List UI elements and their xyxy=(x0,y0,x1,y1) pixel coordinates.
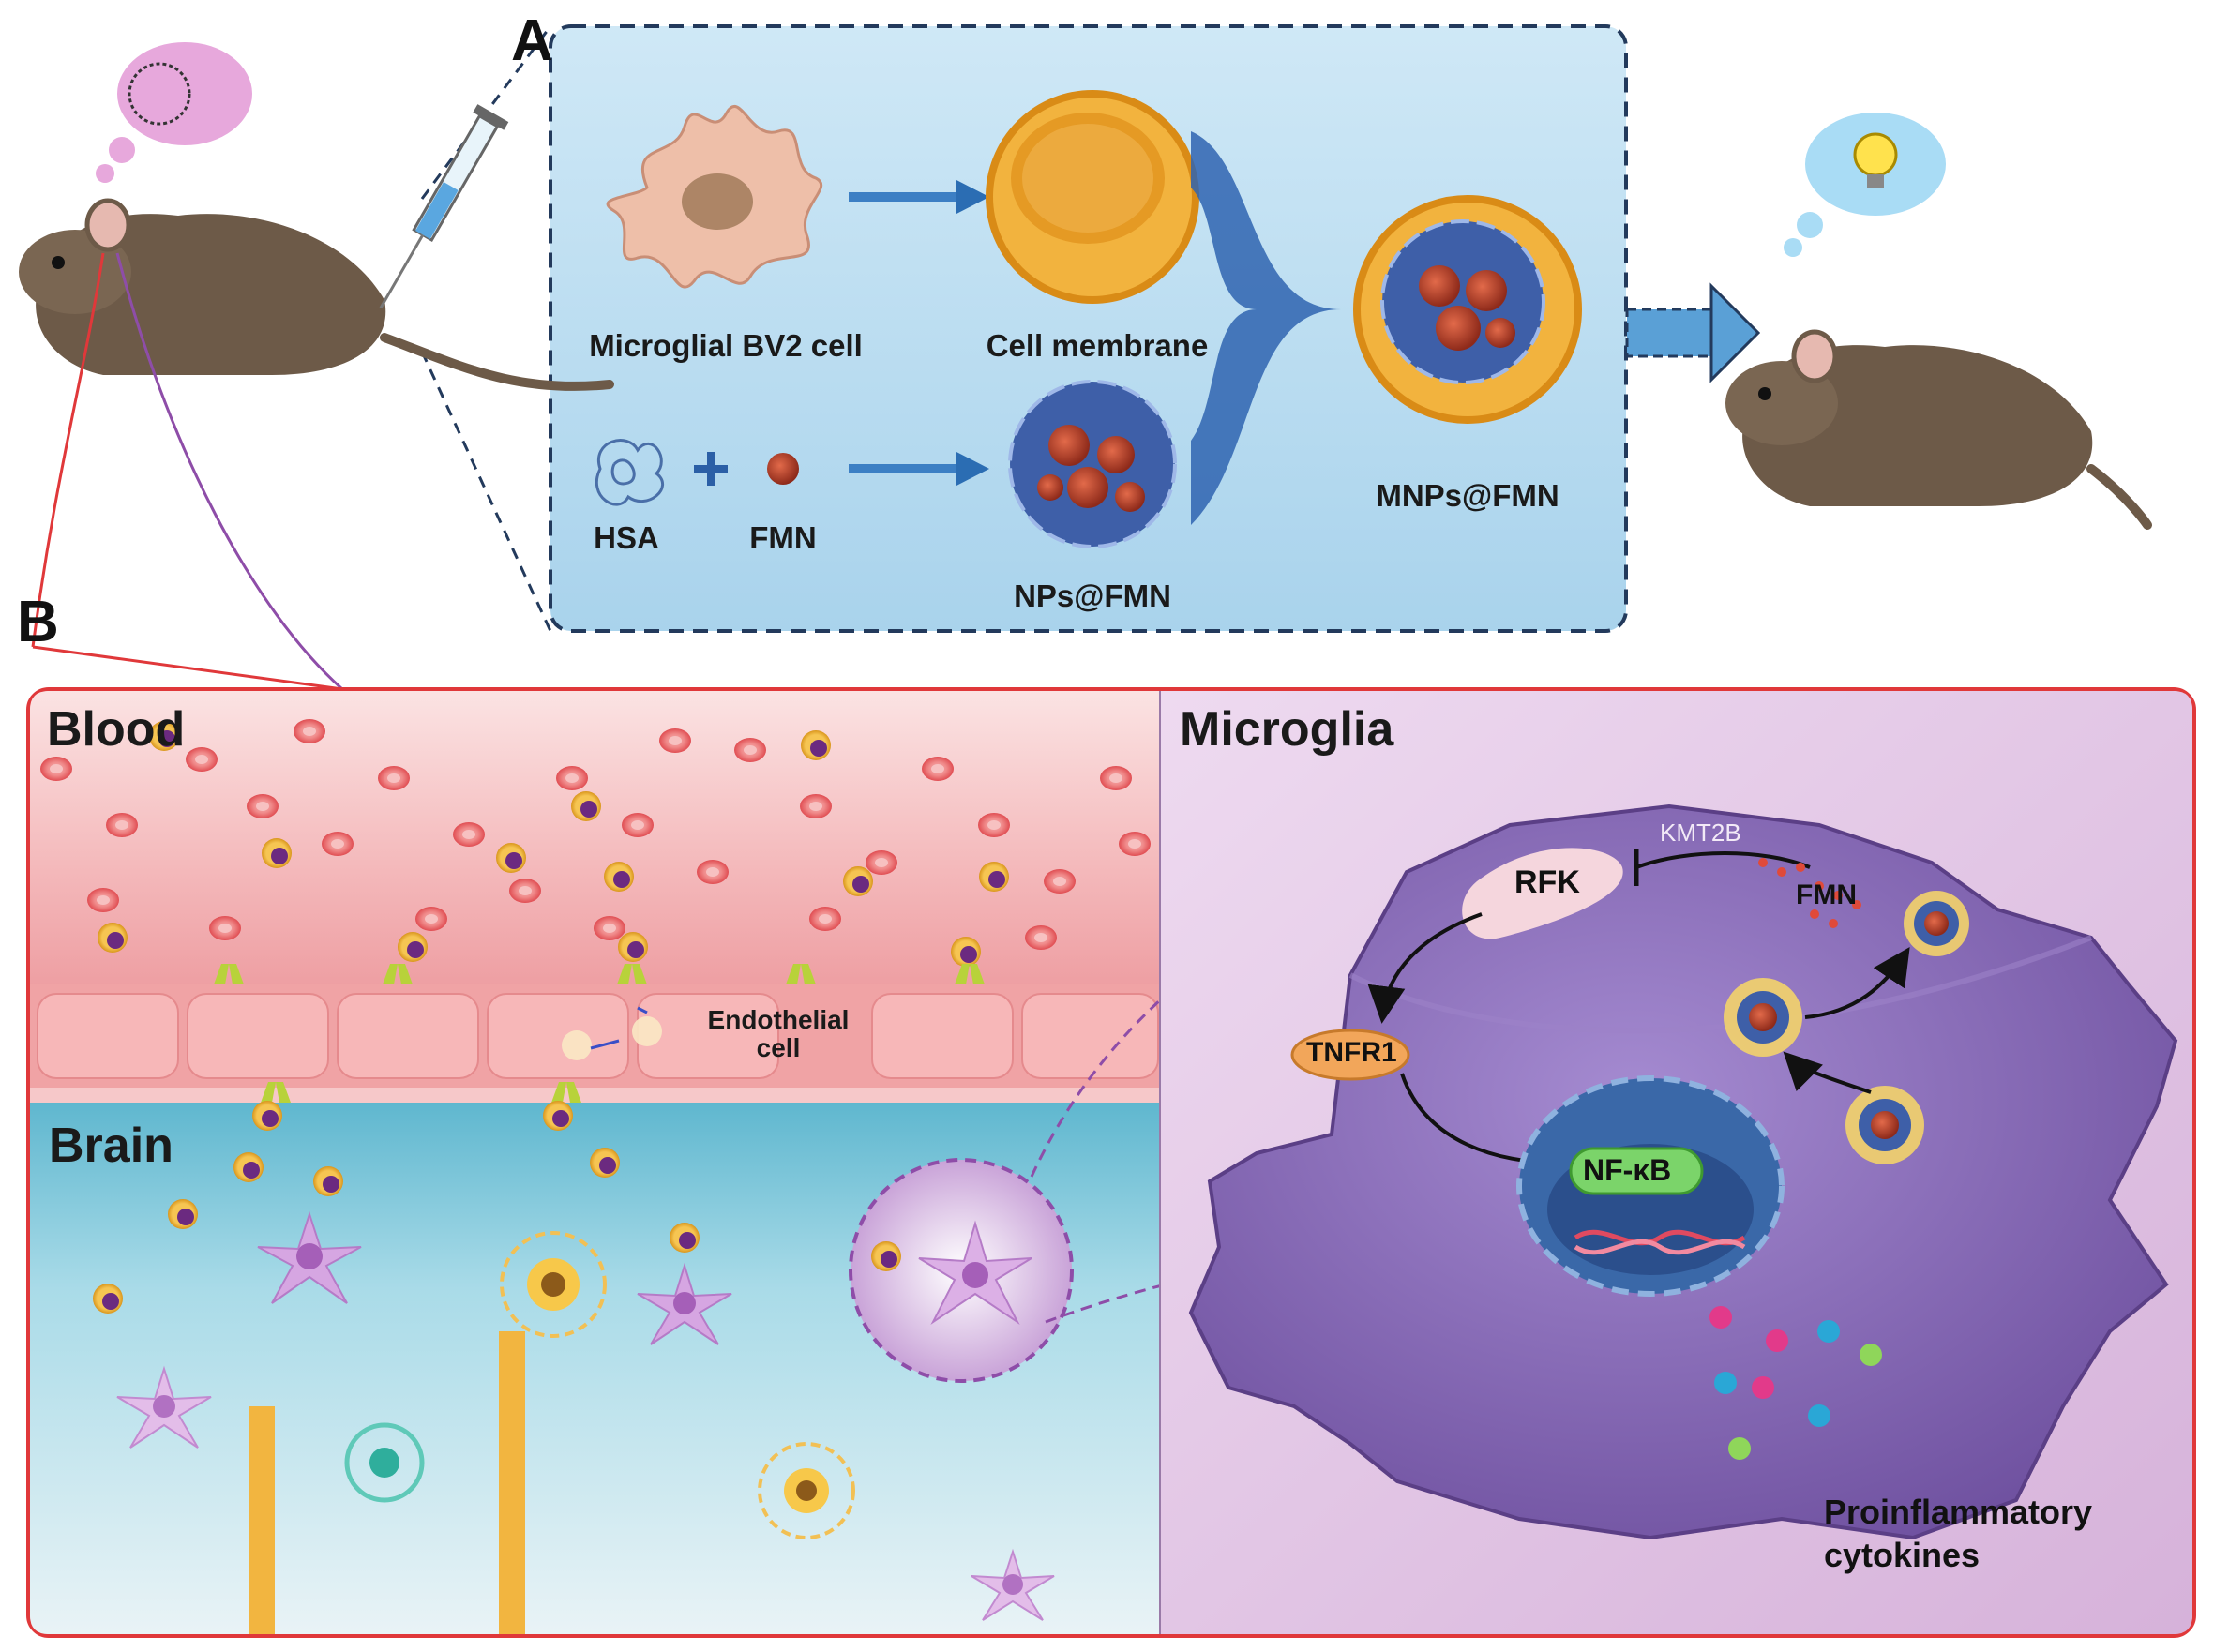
zoom-line-b-left xyxy=(31,252,105,648)
nps-fmn-illustration xyxy=(1008,380,1177,548)
label-rfk: RFK xyxy=(1514,864,1580,900)
hsa-illustration xyxy=(595,439,664,506)
cytokine-particles xyxy=(1709,1306,1882,1460)
label-fmn-microglia: FMN xyxy=(1796,879,1857,910)
label-cytokines-line1: Proinflammatory xyxy=(1824,1493,2093,1531)
panel-b-connector xyxy=(32,645,343,691)
panel-b-letter: B xyxy=(17,590,59,654)
mnps-fmn-illustration xyxy=(1353,195,1582,424)
endothelial-receptors xyxy=(214,964,985,1103)
arrow-rfk-to-tnfr1 xyxy=(1367,912,1483,1024)
exit-arrow xyxy=(1625,282,1761,383)
kmt2b-inhibition xyxy=(1634,849,1811,886)
thought-bubble-right xyxy=(1784,113,1946,257)
arrow-mix-to-nps xyxy=(849,452,989,486)
cell-membrane-illustration xyxy=(986,90,1199,304)
label-proinflammatory-cytokines: Proinflammatory cytokines xyxy=(1824,1491,2092,1577)
label-mnps-fmn: MNPs@FMN xyxy=(1376,478,1559,513)
nfkb-box xyxy=(1569,1147,1704,1195)
merge-funnel xyxy=(1191,131,1341,525)
zoom-line-b-right xyxy=(115,252,344,691)
transcytosis-vesicles xyxy=(562,1006,662,1060)
arrow-vesicle-to-vesicle xyxy=(1804,947,1910,1019)
label-fmn: FMN xyxy=(749,520,817,555)
label-cytokines-line2: cytokines xyxy=(1824,1536,1981,1574)
microglial-cell-illustration xyxy=(606,104,823,289)
label-nps-fmn: NPs@FMN xyxy=(1014,578,1171,613)
label-hsa: HSA xyxy=(594,520,659,555)
thought-bubble-left xyxy=(96,42,252,183)
brain-cells xyxy=(116,1210,1055,1634)
mouse-right-illustration xyxy=(1725,329,2152,530)
label-microglial-cell: Microglial BV2 cell xyxy=(589,328,863,363)
label-cell-membrane: Cell membrane xyxy=(986,328,1209,363)
zoom-line-bottom xyxy=(420,351,552,632)
tnfr1-receptor xyxy=(1290,1029,1410,1081)
arrow-entry-to-vesicle xyxy=(1783,1051,1872,1094)
fmn-dots xyxy=(1758,858,1861,928)
label-microglia: Microglia xyxy=(1180,702,1394,757)
label-tnfr1: TNFR1 xyxy=(1306,1037,1397,1068)
mouse-left-illustration xyxy=(19,198,614,391)
blood-region xyxy=(30,691,1160,984)
axon-right xyxy=(499,1331,525,1634)
rfk-enzyme xyxy=(1462,848,1623,939)
plus-sign-icon xyxy=(694,452,728,486)
arrow-cell-to-membrane xyxy=(849,180,989,214)
label-blood: Blood xyxy=(47,702,186,757)
endothelial-layer xyxy=(30,984,1160,1103)
panel-a-letter: A xyxy=(511,8,553,73)
fmn-molecule-icon xyxy=(767,453,799,485)
label-nfkb: NF-κB xyxy=(1583,1153,1672,1187)
label-endothelial-cell: Endothelial cell xyxy=(685,1006,872,1062)
magnified-microglia-circle xyxy=(849,1158,1074,1383)
syringe-icon xyxy=(379,104,509,309)
label-kmt2b: KMT2B xyxy=(1660,818,1741,847)
axon-left xyxy=(249,1406,275,1634)
label-brain: Brain xyxy=(49,1119,173,1173)
endocytosed-nanoparticles xyxy=(1724,891,1969,1164)
label-endothelial-line2: cell xyxy=(756,1033,801,1062)
label-endothelial-line1: Endothelial xyxy=(707,1005,850,1034)
